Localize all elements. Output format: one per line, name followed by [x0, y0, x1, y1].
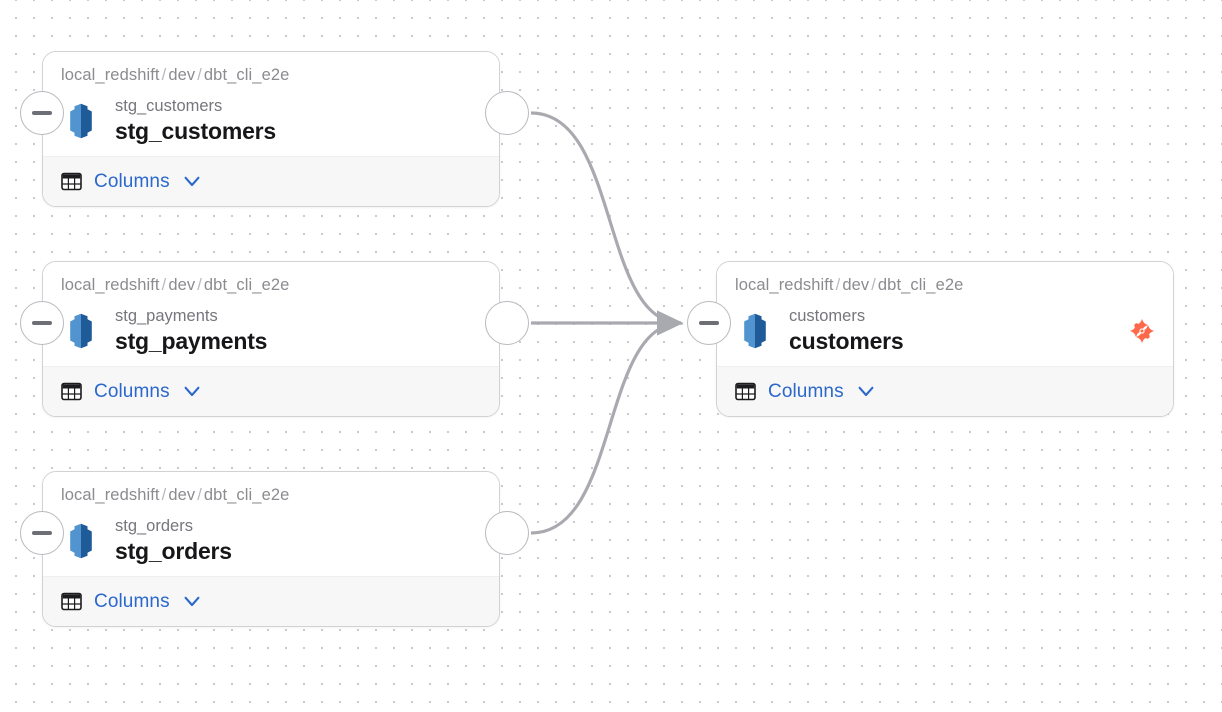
- breadcrumb: local_redshift/dev/dbt_cli_e2e: [61, 66, 481, 86]
- breadcrumb-schema: dev: [168, 276, 196, 294]
- breadcrumb-separator: /: [835, 276, 841, 294]
- node-title: stg_orders: [115, 538, 232, 565]
- chevron-down-icon[interactable]: [184, 386, 200, 397]
- breadcrumb-database: local_redshift: [61, 276, 160, 294]
- breadcrumb: local_redshift/dev/dbt_cli_e2e: [61, 276, 481, 296]
- minus-icon: [699, 321, 719, 325]
- breadcrumb-database: local_redshift: [61, 66, 160, 84]
- breadcrumb-separator: /: [197, 276, 202, 294]
- node-body: local_redshift/dev/dbt_cli_e2e stg_order…: [43, 472, 499, 577]
- node-body: local_redshift/dev/dbt_cli_e2e customers…: [717, 262, 1173, 367]
- breadcrumb-schema: dev: [168, 66, 196, 84]
- breadcrumb-project: dbt_cli_e2e: [203, 276, 290, 294]
- breadcrumb-schema: dev: [168, 486, 196, 504]
- handle-collapse-stg-orders[interactable]: [20, 511, 64, 555]
- node-columns-toggle[interactable]: Columns: [43, 156, 499, 207]
- breadcrumb-separator: /: [197, 486, 202, 504]
- breadcrumb-project: dbt_cli_e2e: [203, 66, 290, 84]
- table-icon: [735, 382, 756, 401]
- columns-label: Columns: [94, 171, 170, 193]
- handle-collapse-stg-customers[interactable]: [20, 91, 64, 135]
- dbt-logo-icon: [1129, 318, 1155, 344]
- minus-icon: [32, 321, 52, 325]
- columns-label: Columns: [94, 591, 170, 613]
- chevron-down-icon[interactable]: [858, 386, 874, 397]
- breadcrumb-project: dbt_cli_e2e: [203, 486, 290, 504]
- node-text: stg_customers stg_customers: [115, 96, 276, 146]
- node-main: stg_customers stg_customers: [61, 96, 481, 146]
- redshift-icon: [70, 523, 92, 559]
- breadcrumb-schema: dev: [842, 276, 870, 294]
- table-icon: [61, 382, 82, 401]
- node-subtitle: customers: [789, 306, 866, 325]
- node-columns-toggle[interactable]: Columns: [717, 366, 1173, 417]
- node-text: customers customers: [789, 306, 904, 356]
- minus-icon: [32, 111, 52, 115]
- node-main: stg_orders stg_orders: [61, 516, 481, 566]
- chevron-down-icon[interactable]: [184, 596, 200, 607]
- handle-source-stg-customers[interactable]: [485, 91, 529, 135]
- breadcrumb-separator: /: [161, 486, 167, 504]
- lineage-node-customers[interactable]: local_redshift/dev/dbt_cli_e2e customers…: [716, 261, 1174, 418]
- redshift-icon: [70, 313, 92, 349]
- table-icon: [61, 172, 82, 191]
- node-title: stg_payments: [115, 328, 268, 355]
- breadcrumb-database: local_redshift: [735, 276, 834, 294]
- breadcrumb-project: dbt_cli_e2e: [877, 276, 964, 294]
- handle-source-stg-payments[interactable]: [485, 301, 529, 345]
- breadcrumb-separator: /: [161, 276, 167, 294]
- breadcrumb-separator: /: [197, 66, 202, 84]
- breadcrumb-separator: /: [161, 66, 167, 84]
- minus-icon: [32, 531, 52, 535]
- edge-stg-orders-to-customers: [530, 310, 684, 535]
- node-text: stg_payments stg_payments: [115, 306, 267, 356]
- chevron-down-icon[interactable]: [184, 176, 200, 187]
- node-body: local_redshift/dev/dbt_cli_e2e stg_custo…: [43, 52, 499, 157]
- columns-label: Columns: [768, 381, 844, 403]
- node-main: customers customers: [735, 306, 1155, 356]
- redshift-icon: [70, 103, 92, 139]
- node-main: stg_payments stg_payments: [61, 306, 481, 356]
- lineage-node-stg-customers[interactable]: local_redshift/dev/dbt_cli_e2e stg_custo…: [42, 51, 500, 208]
- columns-label: Columns: [94, 381, 170, 403]
- node-subtitle: stg_orders: [115, 516, 193, 535]
- table-icon: [61, 592, 82, 611]
- breadcrumb: local_redshift/dev/dbt_cli_e2e: [61, 486, 481, 506]
- node-columns-toggle[interactable]: Columns: [43, 366, 499, 417]
- lineage-node-stg-orders[interactable]: local_redshift/dev/dbt_cli_e2e stg_order…: [42, 471, 500, 628]
- edge-stg-customers-to-customers: [530, 111, 684, 336]
- handle-source-stg-orders[interactable]: [485, 511, 529, 555]
- breadcrumb: local_redshift/dev/dbt_cli_e2e: [735, 276, 1155, 296]
- lineage-node-stg-payments[interactable]: local_redshift/dev/dbt_cli_e2e stg_payme…: [42, 261, 500, 418]
- node-title: stg_customers: [115, 118, 277, 145]
- node-subtitle: stg_customers: [115, 96, 223, 115]
- node-body: local_redshift/dev/dbt_cli_e2e stg_payme…: [43, 262, 499, 367]
- node-subtitle: stg_payments: [115, 306, 218, 325]
- node-title: customers: [789, 328, 904, 355]
- handle-collapse-customers[interactable]: [687, 301, 731, 345]
- breadcrumb-separator: /: [871, 276, 876, 294]
- redshift-icon: [744, 313, 766, 349]
- node-columns-toggle[interactable]: Columns: [43, 576, 499, 627]
- breadcrumb-database: local_redshift: [61, 486, 160, 504]
- node-text: stg_orders stg_orders: [115, 516, 232, 566]
- handle-collapse-stg-payments[interactable]: [20, 301, 64, 345]
